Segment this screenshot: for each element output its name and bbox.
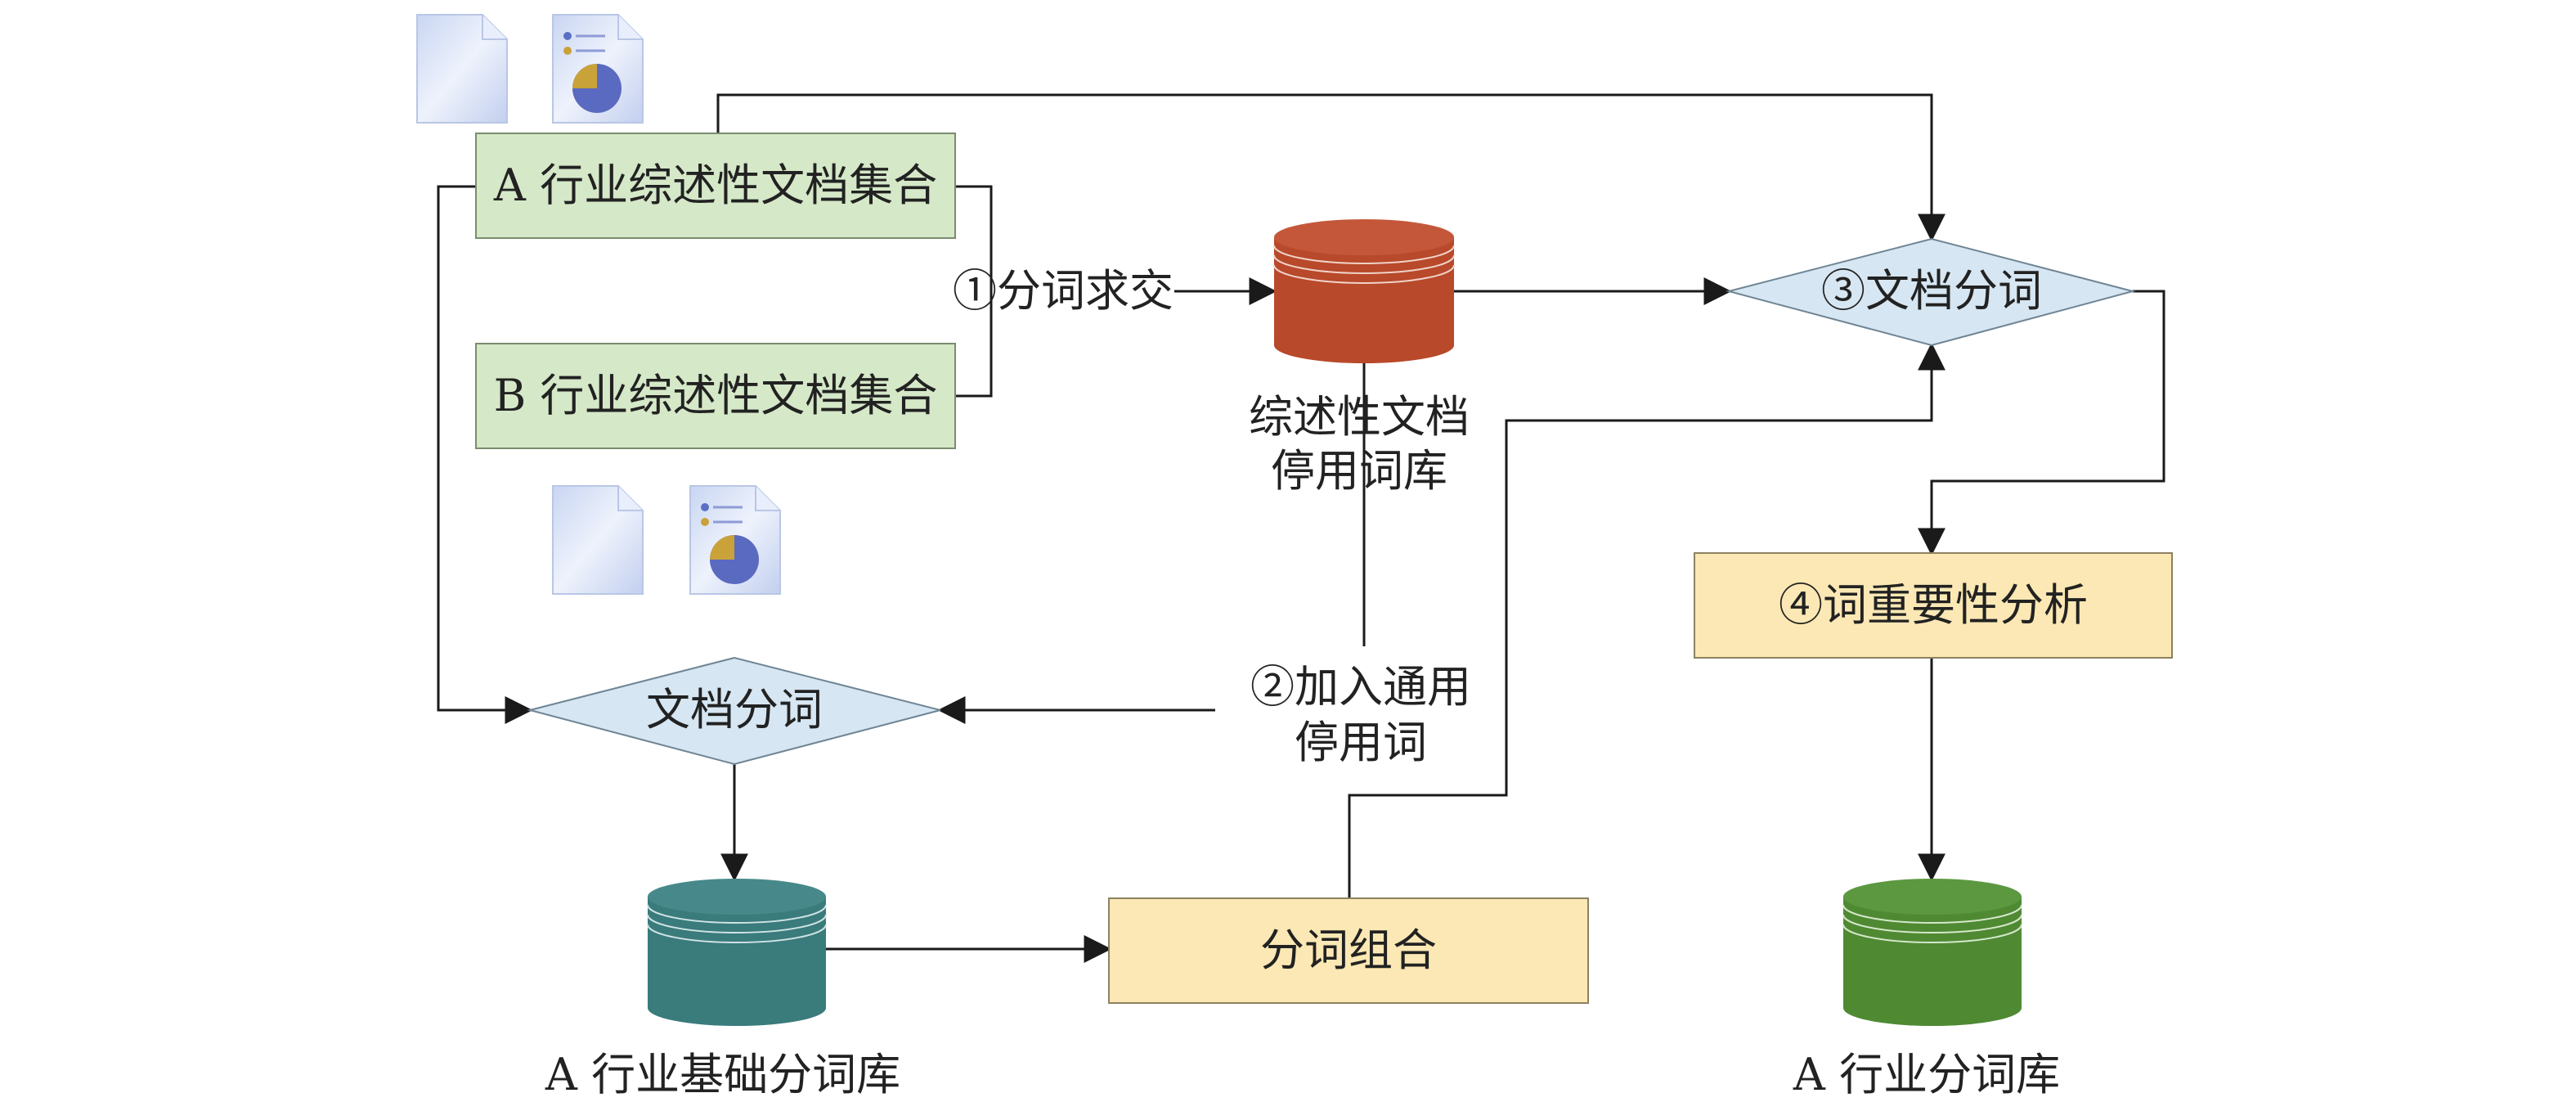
edge-combine-to-step3 xyxy=(1348,342,1945,898)
step2-label-line1: ②加入通用 xyxy=(1250,661,1471,713)
doc-set-b-box: B 行业综述性文档集合 xyxy=(475,343,956,449)
stopword-db-label-line1: 综述性文档 xyxy=(1249,391,1470,443)
edge-a-to-step3 xyxy=(716,93,1945,242)
document-icon xyxy=(552,485,644,595)
edge-step3-to-step4 xyxy=(1918,290,2165,556)
edge-a-to-docseg xyxy=(437,185,533,724)
doc-set-a-box: A 行业综述性文档集合 xyxy=(475,133,956,239)
connectors xyxy=(437,93,2165,963)
edge-ab-bracket xyxy=(955,185,993,398)
document-icon xyxy=(416,14,508,124)
final-database-icon xyxy=(1842,879,2022,1026)
final-db-label: A 行业分词库 xyxy=(1793,1049,2060,1100)
base-database-icon xyxy=(647,879,827,1026)
doc-segment-diamond: 文档分词 xyxy=(527,656,941,766)
step2-label-bg xyxy=(1225,654,1495,777)
step3-diamond: ③文档分词 xyxy=(1726,237,2136,347)
doc-set-b-label: B 行业综述性文档集合 xyxy=(494,370,938,421)
step3-label: ③文档分词 xyxy=(1821,265,2042,317)
word-combine-label: 分词组合 xyxy=(1260,924,1437,976)
stopword-db-label-line2: 停用词库 xyxy=(1271,445,1447,497)
word-combine-box: 分词组合 xyxy=(1108,897,1589,1004)
stopword-database-icon xyxy=(1273,219,1455,363)
pie-chart-document-icon xyxy=(689,485,781,595)
doc-set-a-label: A 行业综述性文档集合 xyxy=(493,160,937,211)
step4-box: ④词重要性分析 xyxy=(1694,552,2173,659)
step4-label: ④词重要性分析 xyxy=(1779,579,2088,631)
step1-label: ①分词求交 xyxy=(953,265,1174,317)
step2-label-line2: 停用词 xyxy=(1295,717,1427,768)
base-db-label: A 行业基础分词库 xyxy=(545,1049,900,1100)
pie-chart-document-icon xyxy=(552,14,644,124)
doc-segment-label: 文档分词 xyxy=(646,684,823,735)
